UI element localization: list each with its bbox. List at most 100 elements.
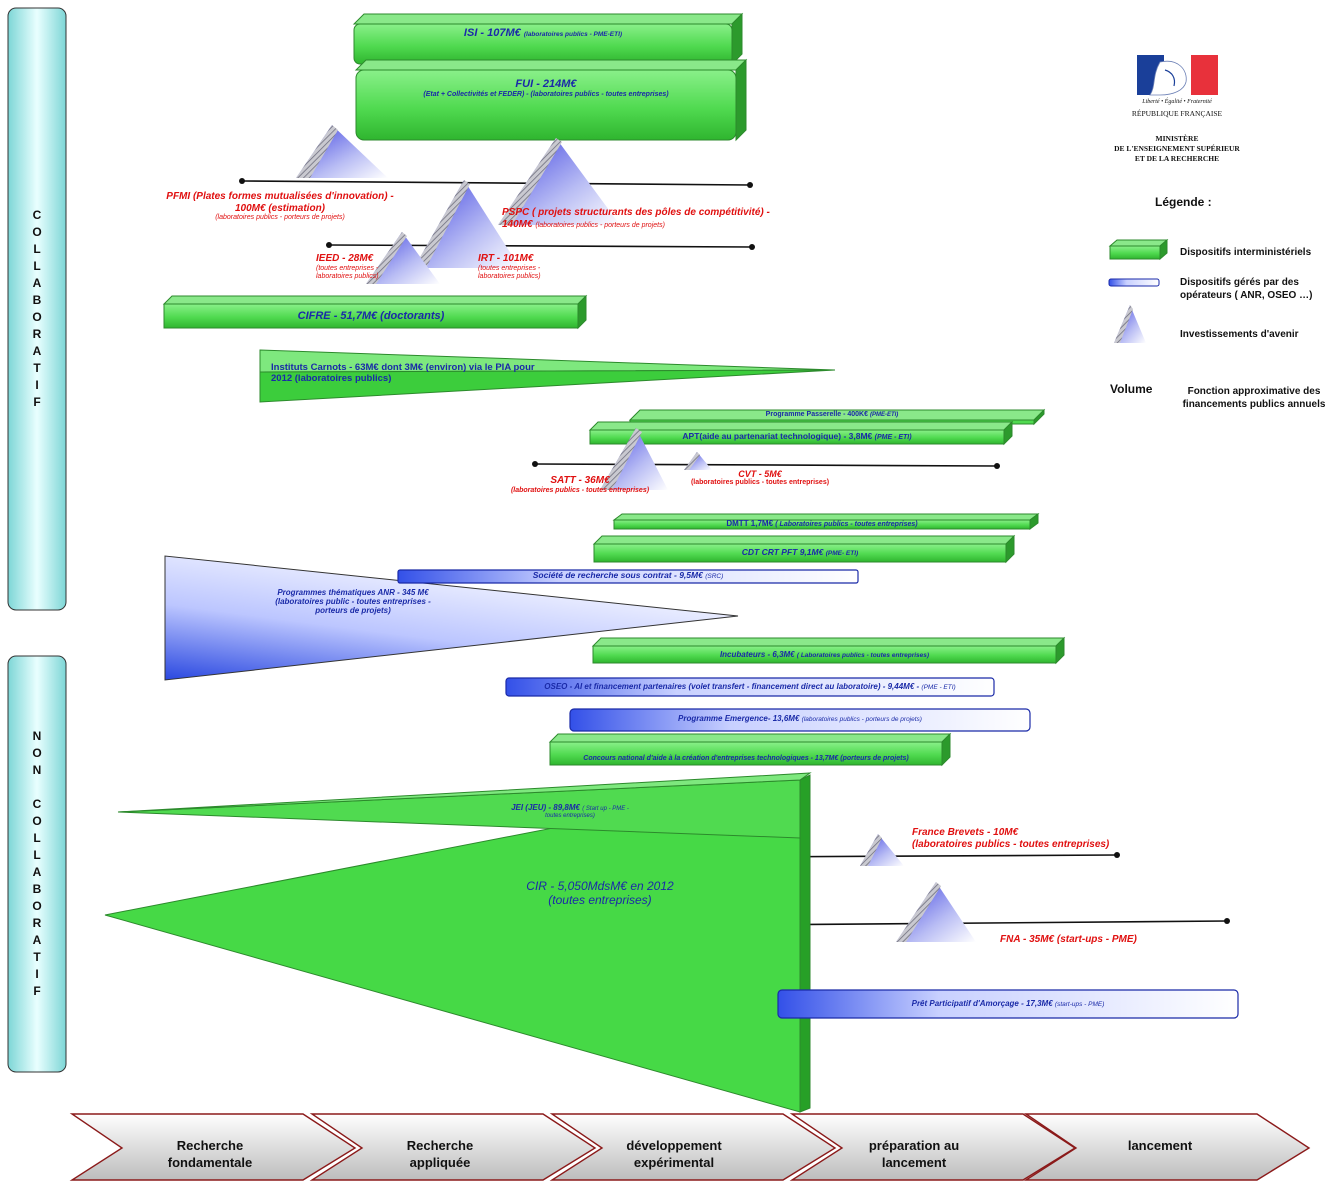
satt-pyramid: [600, 428, 668, 490]
jei-sub-2: toutes entreprises): [545, 812, 595, 819]
side-letter: B: [32, 882, 42, 896]
stage-arrow: [309, 1113, 597, 1181]
side-letter: O: [32, 225, 42, 239]
stage-lancement: lancement: [1080, 1138, 1240, 1155]
jei-wedge: [117, 772, 812, 839]
isi-main: ISI - 107M€: [463, 27, 521, 39]
legend-volume-label: Volume: [1110, 382, 1153, 396]
side-letter: L: [33, 831, 41, 845]
side-letter: T: [33, 361, 41, 375]
pspc-label: PSPC ( projets structurants des pôles de…: [502, 207, 770, 230]
irt-sub-2: laboratoires publics): [478, 272, 541, 280]
logo-motto: Liberté • Égalité • Fraternité: [1142, 99, 1212, 105]
anr-line-1: Programmes thématiques ANR - 345 M€: [277, 588, 429, 597]
pfmi-line-2: 100M€ (estimation): [234, 202, 326, 214]
irt-pyramid: [414, 180, 520, 268]
side-letter: C: [32, 208, 42, 222]
france-brevets-line-2: (laboratoires publics - toutes entrepris…: [912, 838, 1110, 850]
stage-line-2: appliquée: [409, 1154, 471, 1170]
side-letter: A: [32, 865, 42, 879]
ministry-line-1: MINISTÈRE: [1155, 134, 1199, 143]
stage-arrow: [549, 1113, 837, 1181]
ppa-bar: [777, 989, 1239, 1019]
side-letter: O: [32, 746, 42, 760]
timeline-dot: [532, 461, 538, 467]
pfmi-timeline: [241, 180, 751, 186]
incubateurs-bar: [591, 636, 1066, 665]
emergence-bar: [569, 708, 1031, 732]
oseo-main: OSEO - AI et financement partenaires (vo…: [544, 682, 920, 691]
legend-blue-swatch: [1108, 278, 1160, 287]
incubateurs-label: Incubateurs - 6,3M€ ( Laboratoires publi…: [593, 650, 1056, 659]
incubateurs-sub: ( Laboratoires publics - toutes entrepri…: [796, 652, 930, 659]
side-letter: A: [32, 344, 42, 358]
cdt-main: CDT CRT PFT 9,1M€: [741, 547, 824, 557]
cifre-rest: - 51,7M€ (doctorants): [333, 310, 445, 322]
jei-label: JEI (JEU) - 89,8M€ ( Start up - PME - to…: [500, 803, 640, 820]
emergence-label: Programme Emergence- 13,6M€ (laboratoire…: [570, 714, 1030, 723]
oseo-label: OSEO - AI et financement partenaires (vo…: [506, 682, 994, 691]
cir-label: CIR - 5,050MdsM€ en 2012 (toutes entrepr…: [500, 879, 700, 908]
ppa-main: Prêt Participatif d'Amorçage - 17,3M€: [911, 999, 1053, 1008]
ieed-label: IEED - 28M€ (toutes entreprises - labora…: [316, 253, 379, 281]
anr-label: Programmes thématiques ANR - 345 M€ (lab…: [248, 588, 458, 616]
apt-label: APT(aide au partenariat technologique) -…: [590, 431, 1004, 442]
pfmi-line-1: PFMI (Plates formes mutualisées d'innova…: [166, 191, 394, 202]
passerelle-label: Programme Passerelle - 400K€ (PME-ETI): [630, 411, 1034, 419]
side-letter: O: [32, 814, 42, 828]
concours-main: Concours national d'aide à la création d…: [583, 755, 839, 762]
cifre-bar: [162, 294, 588, 330]
side-letter: L: [33, 848, 41, 862]
dmtt-bar: [612, 513, 1040, 530]
legend-green-swatch: [1108, 238, 1169, 261]
stage-line-1: Recherche: [176, 1138, 244, 1153]
satt-label: SATT - 36M€ (laboratoires publics - tout…: [500, 475, 660, 495]
side-letter: F: [33, 984, 41, 998]
pfmi-pyramid: [296, 125, 388, 178]
pspc-sub: (laboratoires publics - porteurs de proj…: [535, 221, 665, 229]
marianne-logo: [1137, 55, 1218, 96]
anr-line-2: (laboratoires public - toutes entreprise…: [275, 597, 431, 607]
incubateurs-main: Incubateurs - 6,3M€: [719, 650, 795, 659]
src-label: Société de recherche sous contrat - 9,5M…: [398, 570, 858, 581]
side-letter: B: [32, 293, 42, 307]
src-sub: (SRC): [705, 573, 724, 580]
ministry-line-2: DE L'ENSEIGNEMENT SUPÉRIEUR: [1114, 144, 1240, 153]
ieed-pyramid: [366, 232, 440, 284]
legend-volume-text: Fonction approximative des financements …: [1182, 386, 1326, 410]
side-letter: R: [32, 327, 42, 341]
src-main: Société de recherche sous contrat - 9,5M…: [532, 570, 703, 580]
pfmi-label: PFMI (Plates formes mutualisées d'innova…: [160, 191, 400, 222]
isi-label: ISI - 107M€ (laboratoires publics - PME-…: [354, 27, 732, 40]
concours-sub: (porteurs de projets): [840, 755, 909, 762]
cvt-pyramid: [684, 452, 712, 470]
fui-label: FUI - 214M€ (Etat + Collectivités et FED…: [356, 78, 736, 99]
legend-item-operateurs: Dispositifs gérés par des opérateurs ( A…: [1180, 277, 1313, 301]
fna-line-1: FNA - 35M€ (start-ups - PME): [1000, 934, 1137, 945]
irt-label: IRT - 101M€ (toutes entreprises - labora…: [478, 253, 541, 281]
apt-sub: (PME - ETI): [874, 434, 912, 441]
side-letter: O: [32, 899, 42, 913]
stage-recherche-fondamentale: Recherche fondamentale: [130, 1138, 290, 1172]
ieed-sub-1: (toutes entreprises -: [316, 264, 379, 272]
france-brevets-label: France Brevets - 10M€ (laboratoires publ…: [912, 827, 1109, 850]
side-letter: N: [32, 729, 42, 743]
oseo-sub: (PME - ETI): [921, 684, 956, 691]
ppa-label: Prêt Participatif d'Amorçage - 17,3M€ (s…: [778, 999, 1238, 1008]
concours-bar: [548, 732, 952, 767]
emergence-main: Programme Emergence- 13,6M€: [678, 714, 800, 723]
cdt-label: CDT CRT PFT 9,1M€ (PME- ETI): [594, 547, 1006, 558]
stage-recherche-appliquee: Recherche appliquée: [360, 1138, 520, 1172]
apt-main: APT(aide au partenariat technologique) -…: [682, 431, 873, 441]
carnot-line-1: Instituts Carnots - 63M€ dont 3M€ (envir…: [271, 362, 535, 373]
collaboratif-panel-bg: [7, 7, 67, 611]
passerelle-main: Programme Passerelle - 400K€: [765, 411, 869, 418]
fui-main: FUI - 214M€: [515, 78, 577, 90]
stage-developpement-experimental: développement expérimental: [594, 1138, 754, 1172]
carnot-wedge: [259, 349, 836, 403]
timeline-dot: [749, 244, 755, 250]
pspc-line-1: PSPC ( projets structurants des pôles de…: [502, 207, 770, 218]
